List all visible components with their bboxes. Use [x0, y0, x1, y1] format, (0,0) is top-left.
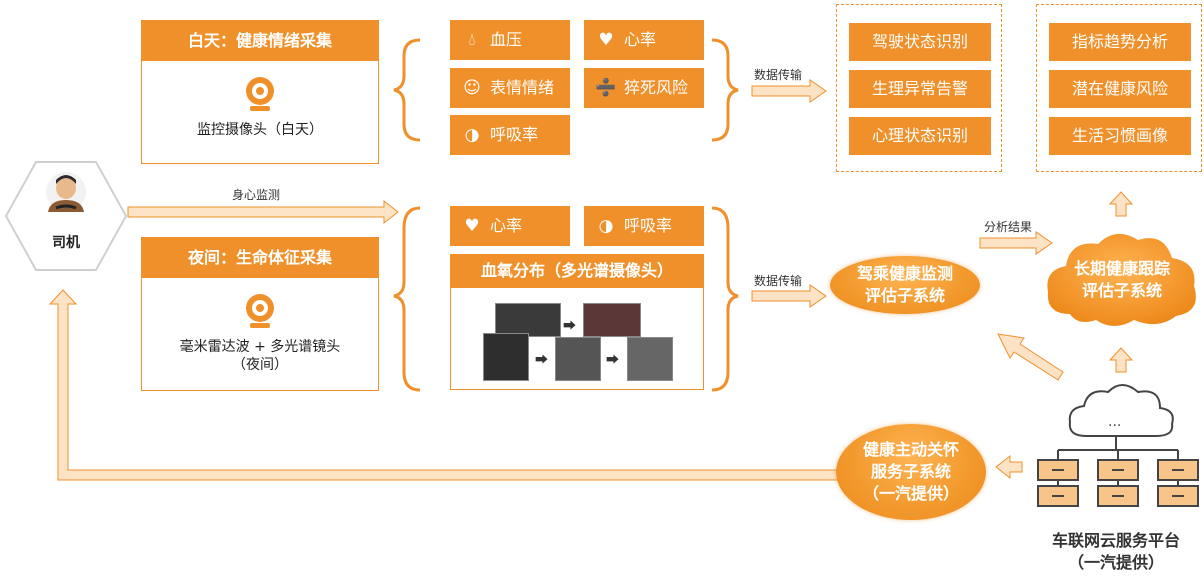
- long-term-analysis-group: 指标趋势分析 潜在健康风险 生活习惯画像: [1036, 4, 1202, 172]
- night-metric-respiration: ◑呼吸率: [584, 206, 704, 246]
- night-collection-panel: 夜间：生命体征采集 毫米雷达波 + 多光谱镜头 （夜间）: [141, 237, 379, 391]
- potential-health-risk: 潜在健康风险: [1049, 70, 1191, 108]
- health-care-service-subsystem: 健康主动关怀 服务子系统 （一汽提供）: [836, 424, 986, 520]
- long-term-cloud-shape: [1047, 233, 1196, 326]
- long-term-tracking-subsystem: 长期健康跟踪 评估子系统: [1073, 259, 1170, 300]
- hands-image: [495, 303, 561, 337]
- physiological-anomaly-alert: 生理异常告警: [849, 70, 991, 108]
- face-spo2-image: [627, 337, 673, 381]
- face-processed-image: [555, 337, 601, 381]
- data-transfer-label-mid: 数据传输: [754, 274, 803, 288]
- night-device-line2: （夜间）: [232, 357, 288, 373]
- analysis-result-label: 分析结果: [984, 220, 1033, 234]
- driving-health-monitor-subsystem: 驾乘健康监测 评估子系统: [830, 256, 980, 314]
- up-arrow-platform: [1108, 347, 1134, 373]
- face-image: [483, 333, 529, 381]
- night-panel-title: 夜间：生命体征采集: [142, 238, 378, 278]
- platform-to-care-arrow: [995, 454, 1023, 480]
- night-device-line1: 毫米雷达波 + 多光谱镜头: [179, 339, 341, 355]
- day-device-label: 监控摄像头（白天）: [197, 122, 323, 138]
- day-panel-title: 白天：健康情绪采集: [142, 21, 378, 61]
- metric-respiration: ◑呼吸率: [450, 115, 570, 155]
- heart-rate-icon: ♥: [598, 30, 614, 50]
- cloud-platform-icon: ···: [1037, 384, 1199, 507]
- arrow-right-icon: ⮕: [535, 353, 549, 368]
- webcam-icon: [246, 294, 274, 328]
- day-brace-right: [711, 38, 739, 142]
- smiley-icon: ☺: [463, 78, 481, 98]
- driver-hexagon: [4, 161, 128, 271]
- driving-state-recognition: 驾驶状态识别: [849, 23, 991, 61]
- data-transfer-label-top: 数据传输: [754, 68, 803, 82]
- data-transfer-arrow-top: [751, 79, 827, 103]
- up-arrow-longterm: [1108, 191, 1134, 217]
- night-brace-right: [711, 206, 739, 392]
- driving-state-group: 驾驶状态识别 生理异常告警 心理状态识别: [836, 4, 1002, 172]
- psychological-state-recognition: 心理状态识别: [849, 117, 991, 155]
- metric-sudden-death-risk: ➗猝死风险: [584, 68, 704, 108]
- day-collection-panel: 白天：健康情绪采集 监控摄像头（白天）: [141, 20, 379, 164]
- driver-node: 司机: [4, 160, 128, 272]
- lifestyle-profile: 生活习惯画像: [1049, 117, 1191, 155]
- platform-label-line2: （一汽提供）: [1067, 553, 1164, 572]
- head-profile-icon: ◑: [464, 125, 480, 145]
- night-brace: [393, 206, 421, 392]
- body-monitor-arrow: [127, 199, 399, 225]
- day-brace: [393, 38, 421, 142]
- indicator-trend-analysis: 指标趋势分析: [1049, 23, 1191, 61]
- webcam-icon: [246, 77, 274, 111]
- platform-label-line1: 车联网云服务平台: [1051, 531, 1180, 550]
- metric-blood-pressure: 💧︎血压: [450, 20, 570, 60]
- driver-avatar-icon: [46, 172, 86, 212]
- blood-drop-icon: 💧︎: [468, 30, 476, 50]
- arrow-right-icon: ⮕: [606, 353, 620, 368]
- night-metric-heart-rate: ♥心率: [450, 206, 570, 246]
- analysis-result-arrow: [979, 231, 1053, 255]
- hands-heatmap-image: [583, 303, 641, 337]
- metric-emotion: ☺表情情绪: [450, 68, 570, 108]
- head-profile-icon: ◑: [598, 216, 614, 236]
- diagonal-arrow: [997, 333, 1064, 381]
- heart-rate-icon: ♥: [464, 216, 480, 236]
- arrow-right-icon: ⮕: [563, 319, 577, 334]
- driver-label: 司机: [52, 235, 80, 251]
- data-transfer-arrow-mid: [751, 284, 827, 308]
- svg-text:···: ···: [1108, 418, 1121, 434]
- spo2-panel: 血氧分布（多光谱摄像头） ⮕ ⮕ ⮕: [450, 254, 704, 390]
- metric-heart-rate: ♥心率: [584, 20, 704, 60]
- spo2-title: 血氧分布（多光谱摄像头）: [450, 254, 704, 288]
- body-monitor-label: 身心监测: [232, 188, 281, 202]
- falling-person-icon: ➗: [595, 78, 617, 98]
